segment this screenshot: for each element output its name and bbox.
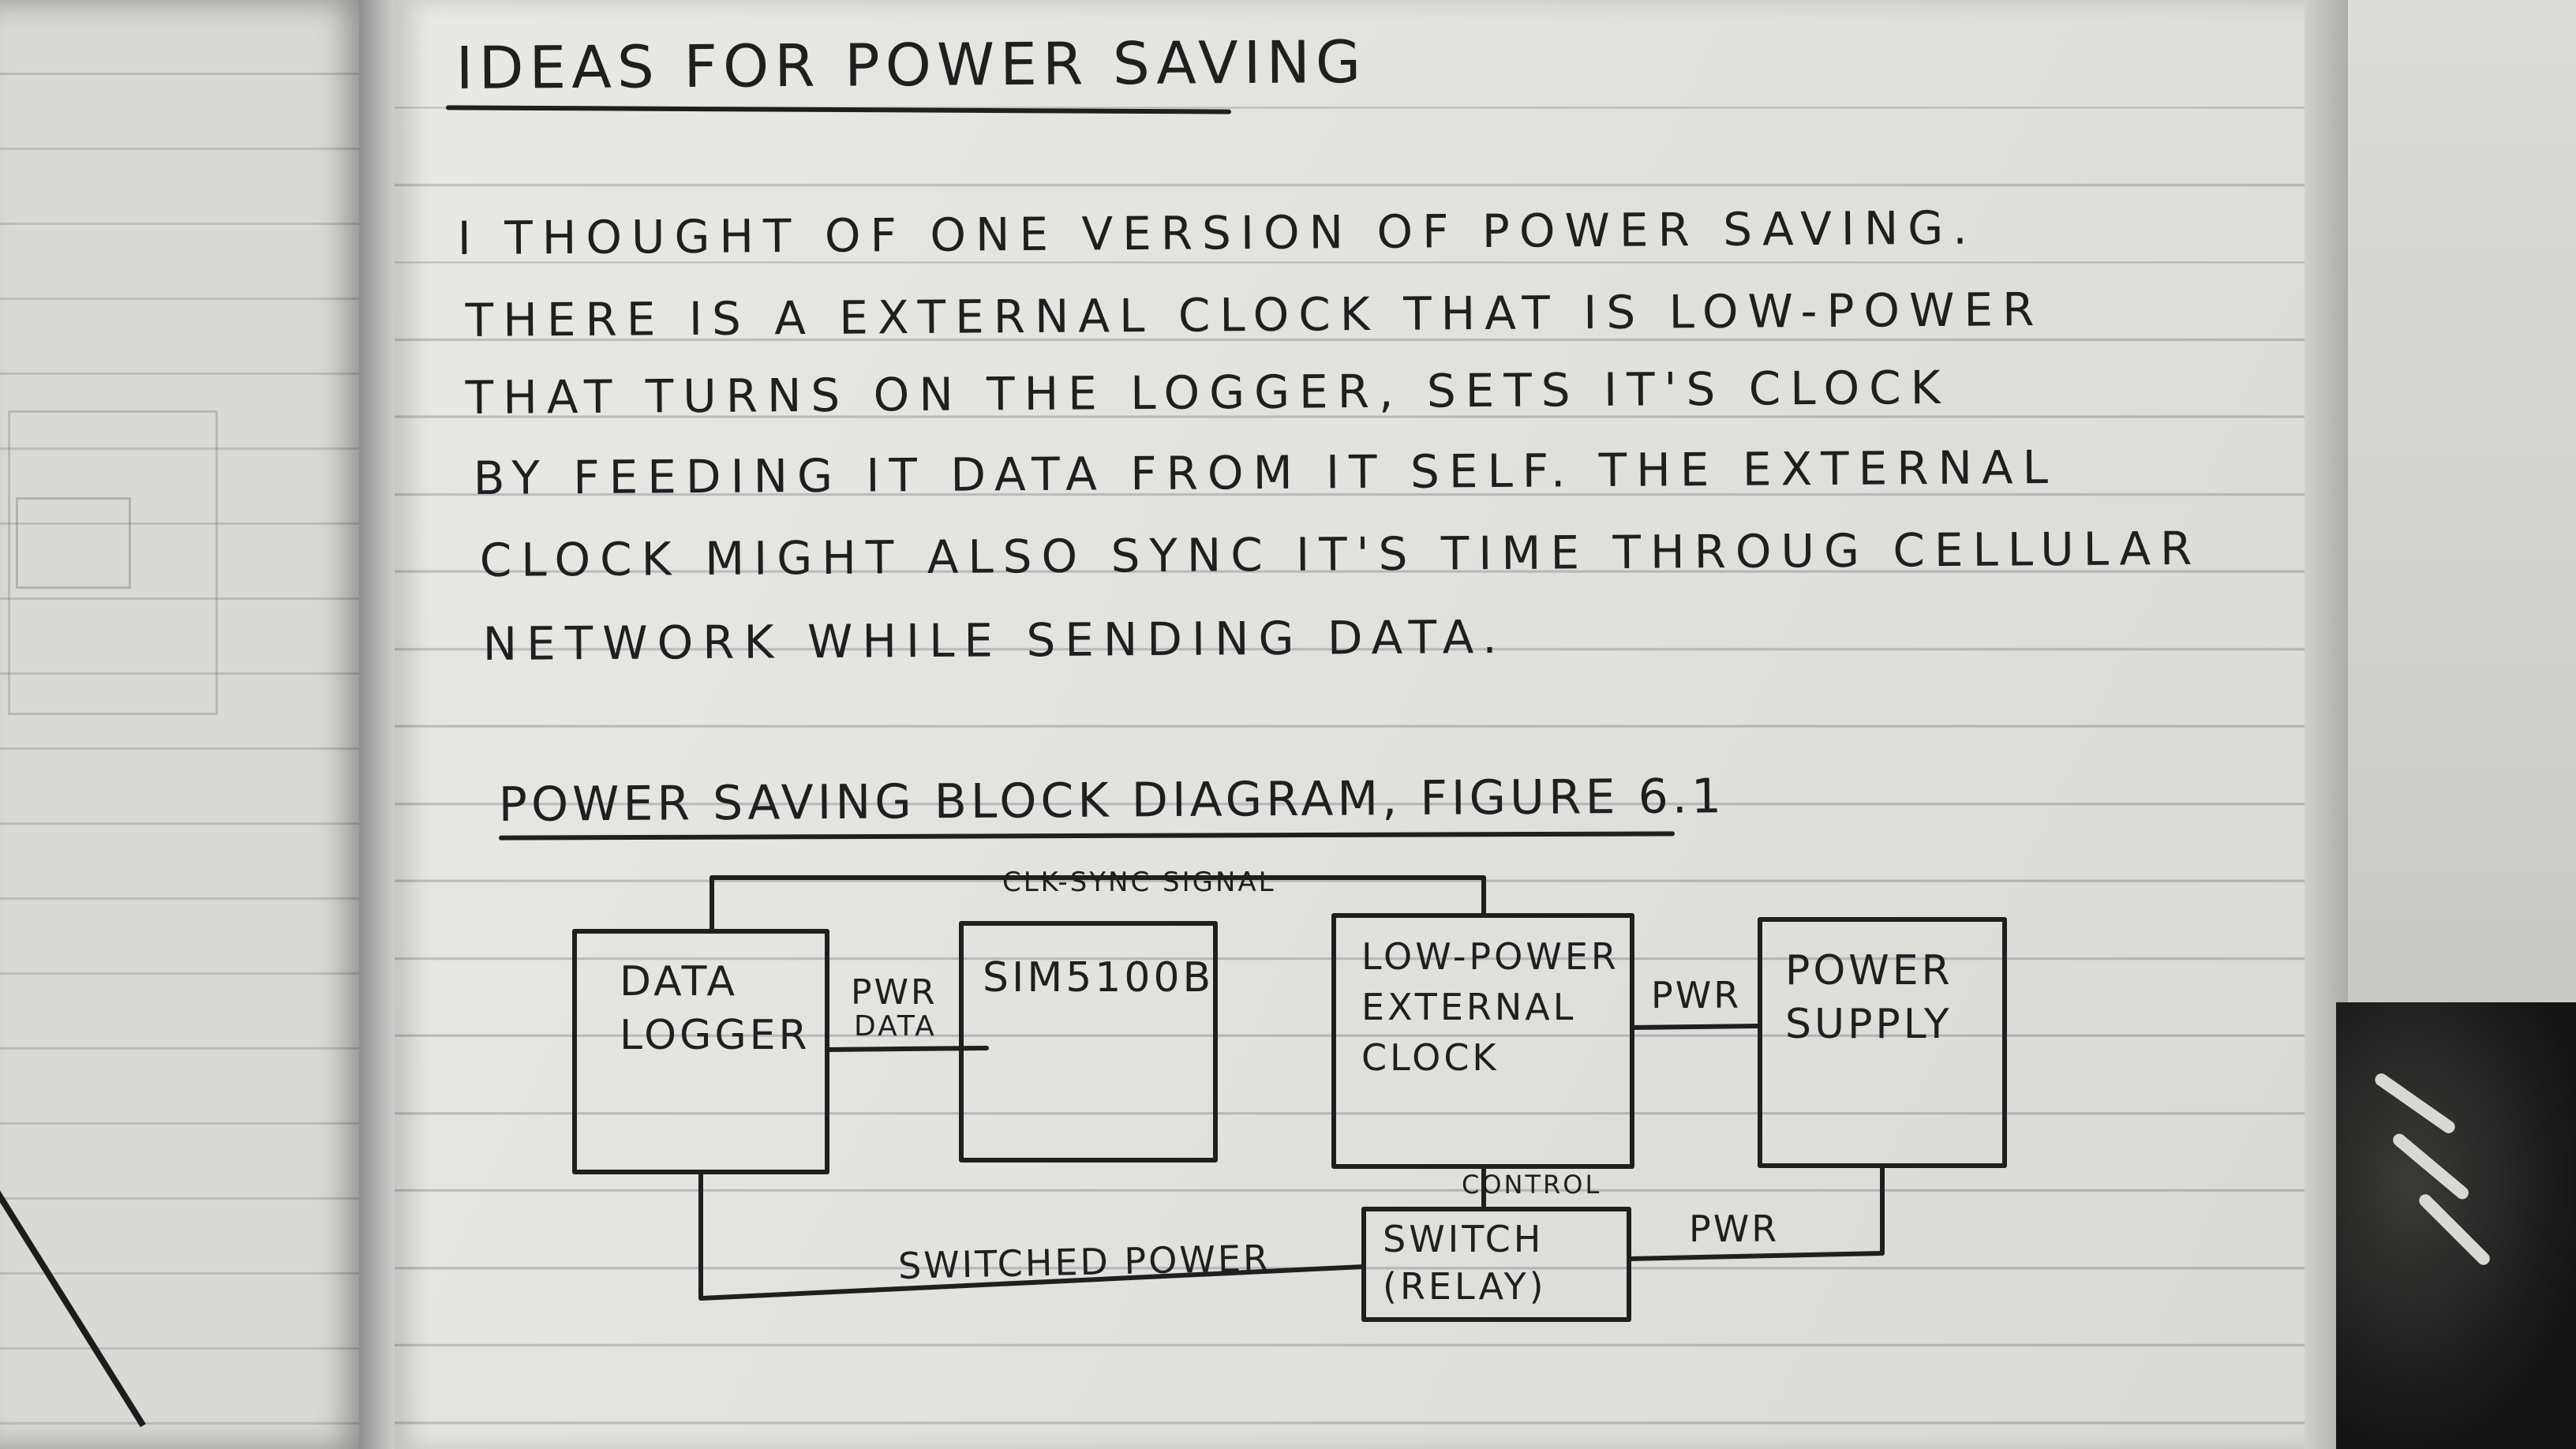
block-label: EXTERNAL <box>1361 986 1577 1028</box>
faded-sketch-box <box>16 497 131 589</box>
control-label: CONTROL <box>1462 1170 1602 1200</box>
pwr-label: PWR <box>1651 974 1742 1017</box>
block-label: LOGGER <box>620 1012 811 1059</box>
block-label: LOW-POWER <box>1361 935 1619 978</box>
block-label: (RELAY) <box>1383 1265 1547 1308</box>
pwr-data-wire <box>825 1046 989 1052</box>
power-supply-block: POWER SUPPLY <box>1785 944 1953 1051</box>
switch-block: SWITCH (RELAY) <box>1383 1215 1547 1310</box>
block-label: CLOCK <box>1361 1036 1500 1079</box>
desk-surface <box>2348 0 2576 1002</box>
external-clock-block: LOW-POWER EXTERNAL CLOCK <box>1361 931 1619 1083</box>
clk-sync-wire <box>710 875 1486 934</box>
left-notebook-page <box>0 0 371 1449</box>
data-logger-block: DATA LOGGER <box>620 955 811 1062</box>
clock-supply-pwr-wire <box>1630 1024 1762 1030</box>
data-label: DATA <box>854 1010 937 1043</box>
switch-supply-pwr-wire <box>1627 1163 1885 1261</box>
shoe <box>2336 1002 2576 1449</box>
pwr-label: PWR <box>851 972 938 1013</box>
sim5100b-box <box>959 921 1218 1163</box>
faded-sketch <box>8 410 218 715</box>
block-label: DATA <box>620 958 738 1005</box>
block-label: POWER <box>1785 947 1953 994</box>
clk-sync-label: CLK-SYNC SIGNAL <box>1002 867 1276 898</box>
pwr-label: PWR <box>1689 1208 1780 1250</box>
block-label: SUPPLY <box>1785 1001 1953 1048</box>
sim5100b-block: SIM5100B <box>983 951 1214 1005</box>
block-label: SIM5100B <box>983 954 1215 1002</box>
switched-power-label: SWITCHED POWER <box>897 1237 1271 1287</box>
switched-power-wire <box>698 1170 1366 1301</box>
switch-box <box>1361 1207 1631 1322</box>
block-label: SWITCH <box>1383 1218 1544 1260</box>
